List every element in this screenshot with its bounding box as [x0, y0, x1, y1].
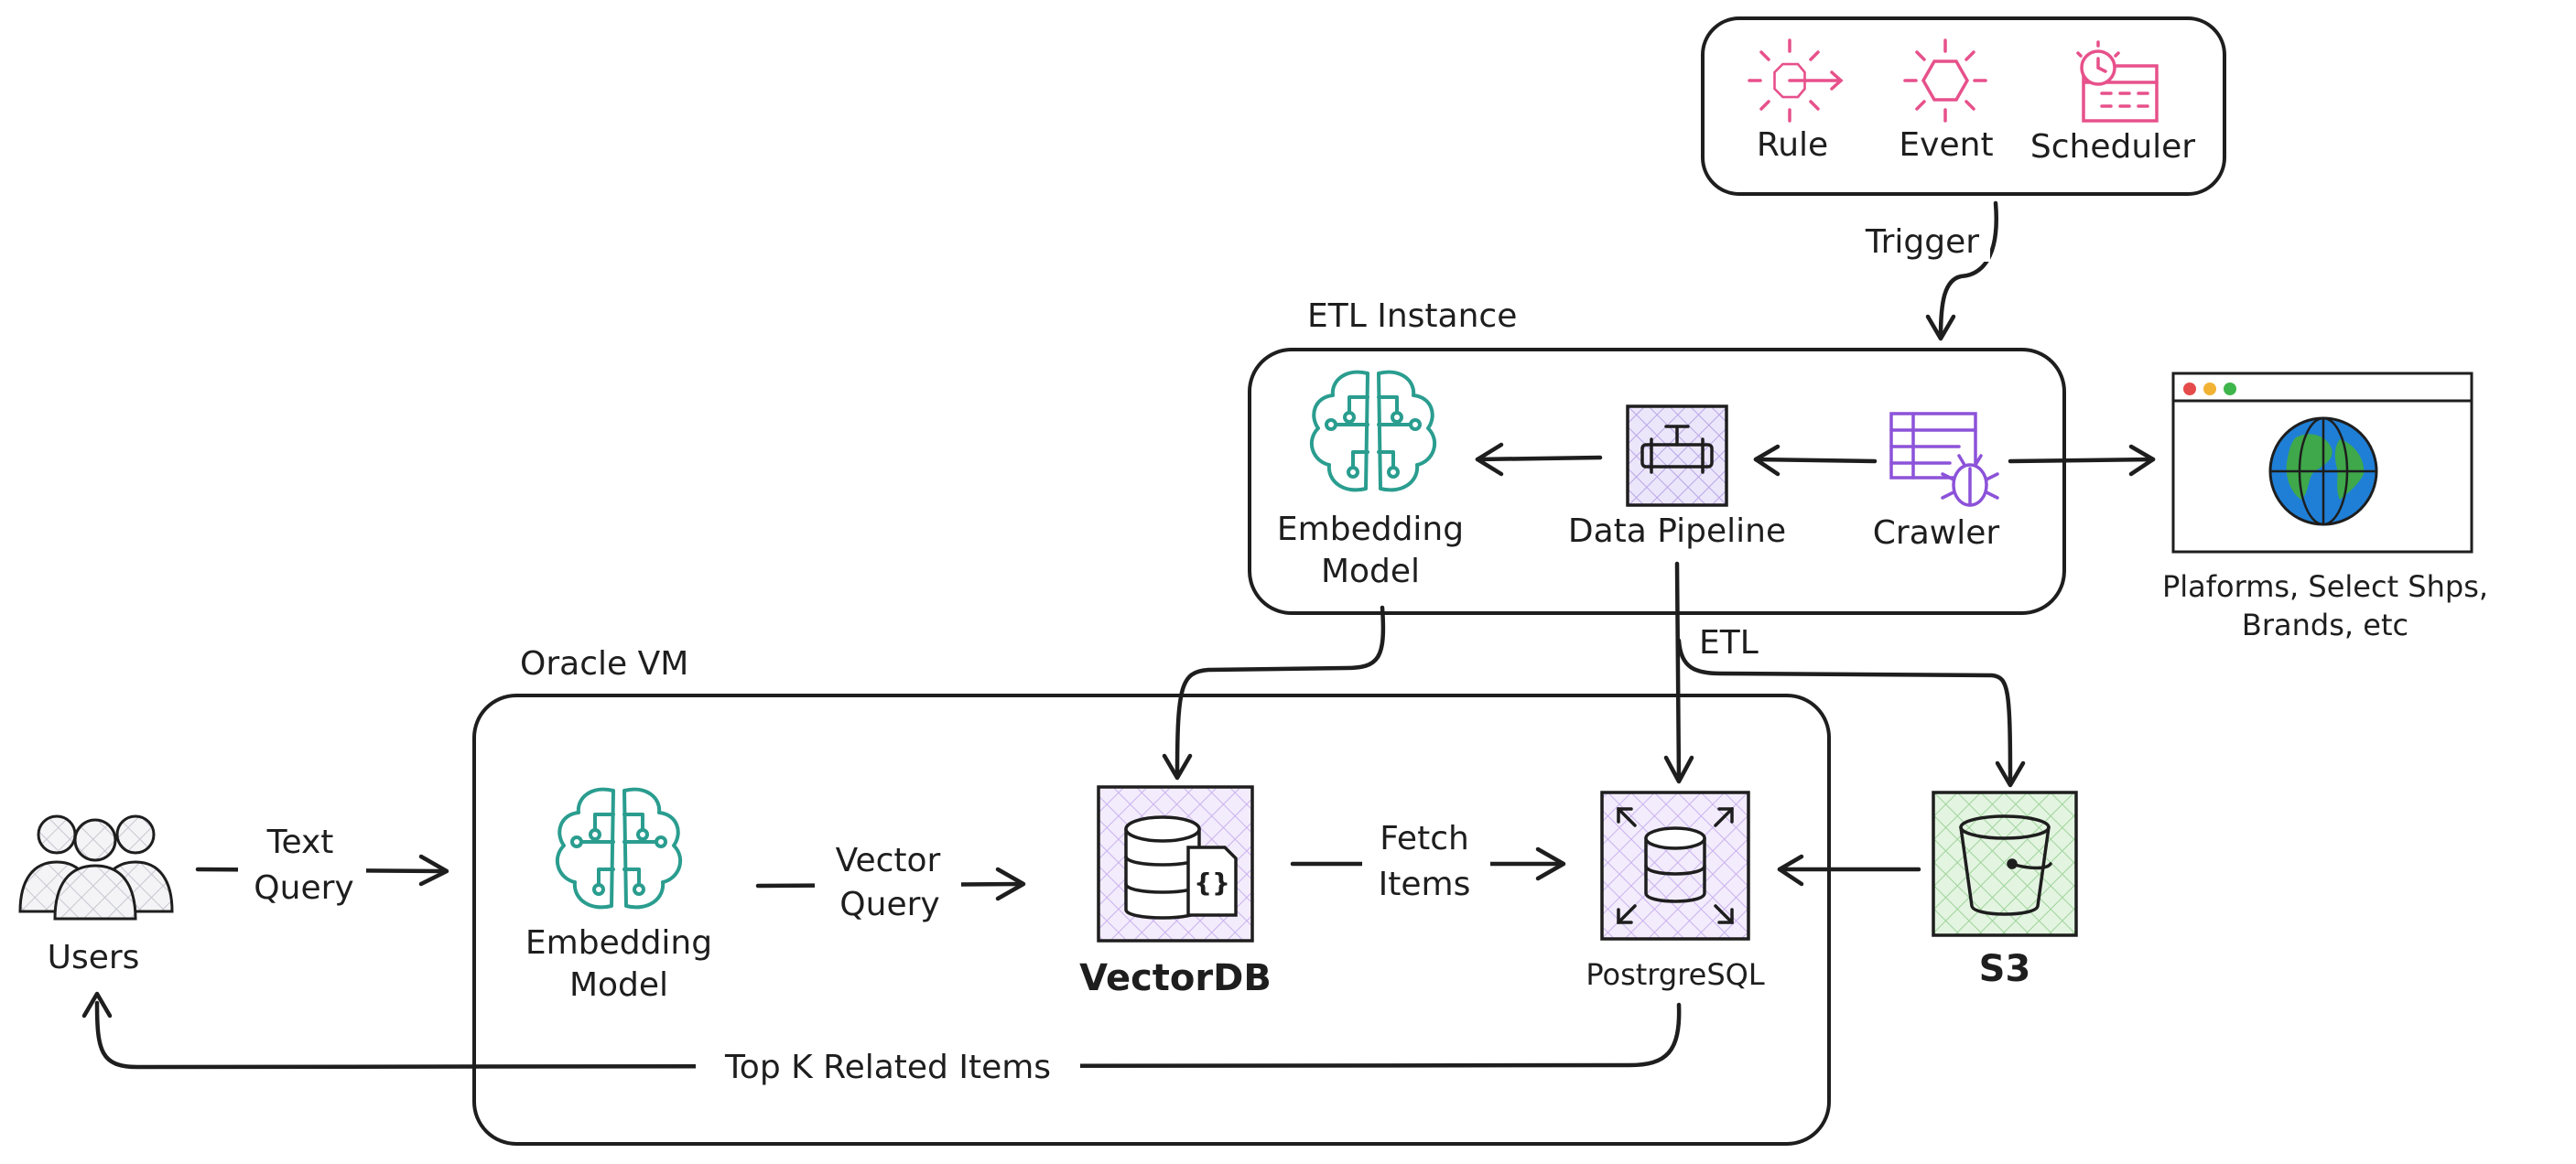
users-node: Users: [18, 814, 174, 976]
vectordb-node: {} VectorDB: [1079, 785, 1272, 999]
embedding-model-vm-node: Embedding Model: [525, 787, 712, 1004]
data-pipeline-node: Data Pipeline: [1568, 404, 1786, 550]
event-label: Event: [1899, 126, 1993, 164]
vector-query-label-2: Query: [839, 886, 939, 923]
edge-pipeline-s3: [1676, 638, 2026, 788]
edge-top-k: Top K Related Items: [81, 991, 1682, 1091]
text-query-label-2: Query: [254, 869, 353, 907]
trigger-sources-group: [1701, 16, 2226, 196]
fetch-items-label-bg: [1362, 818, 1490, 911]
scheduler-node: Scheduler: [2030, 40, 2195, 166]
platforms-label-1: Plaforms, Select Shps,: [2162, 569, 2488, 604]
vector-query-label-1: Vector: [836, 842, 941, 879]
embedding-model-etl-label-2: Model: [1321, 553, 1420, 590]
data-pipeline-label: Data Pipeline: [1568, 512, 1786, 550]
top-k-label: Top K Related Items: [724, 1049, 1051, 1086]
bucket-icon: [1932, 791, 2078, 937]
s3-label: S3: [1979, 948, 2031, 990]
brain-circuit-icon: [555, 787, 683, 910]
platforms-label-2: Brands, etc: [2242, 608, 2408, 642]
crawler-bug-icon: [1889, 412, 1999, 507]
crawler-label: Crawler: [1873, 514, 2000, 552]
edge-text-query: Text Query: [195, 822, 449, 913]
crawler-node: Crawler: [1873, 412, 2000, 552]
edge-crawler-platforms: [2008, 444, 2156, 477]
edge-trigger: Trigger: [1855, 200, 1998, 341]
fetch-items-label-2: Items: [1379, 866, 1471, 903]
embedding-model-etl-node: Embedding Model: [1277, 370, 1464, 590]
fetch-items-label-1: Fetch: [1380, 820, 1469, 857]
edge-pipeline-embedding: [1475, 442, 1603, 477]
edge-s3-postgres: [1777, 854, 1921, 887]
edge-fetch-items: Fetch Items: [1290, 818, 1566, 911]
embedding-model-vm-label-2: Model: [569, 966, 668, 1004]
braces-glyph: {}: [1194, 868, 1230, 898]
vectordb-label: VectorDB: [1079, 957, 1272, 999]
edge-vector-query: Vector Query: [755, 840, 1026, 933]
edge-crawler-pipeline: [1753, 444, 1878, 477]
text-query-label-1: Text: [266, 824, 334, 861]
postgresql-node: PostrgreSQL: [1586, 791, 1765, 992]
etl-label: ETL: [1699, 624, 1759, 662]
oracle-vm-label: Oracle VM: [520, 645, 688, 683]
database-expand-icon: [1600, 791, 1750, 941]
rule-icon: [1748, 38, 1844, 123]
s3-node: S3: [1932, 791, 2078, 990]
edge-embedding-vectordb: [1162, 605, 1386, 781]
rule-node: Rule: [1748, 38, 1844, 164]
pipeline-icon: [1626, 404, 1728, 507]
users-group-icon: [18, 814, 174, 921]
vector-query-label-bg: [815, 840, 961, 933]
oracle-vm-group: Oracle VM: [472, 645, 1831, 1146]
etl-instance-group: ETL Instance: [1248, 297, 2066, 615]
database-document-icon: {}: [1097, 785, 1254, 943]
rule-label: Rule: [1757, 126, 1828, 164]
scheduler-icon: [2076, 40, 2159, 123]
users-label: Users: [48, 939, 140, 976]
event-node: Event: [1899, 38, 1994, 164]
embedding-model-vm-label-1: Embedding: [525, 924, 712, 962]
trigger-label: Trigger: [1865, 223, 1979, 261]
top-k-label-bg: [696, 1040, 1080, 1091]
trigger-label-bg: [1855, 218, 1990, 262]
platforms-node: Plaforms, Select Shps, Brands, etc: [2162, 372, 2488, 642]
trigger-sources-box: [1701, 16, 2226, 196]
postgresql-label: PostrgreSQL: [1586, 957, 1765, 992]
brain-circuit-icon: [1309, 370, 1437, 492]
edge-etl-postgres: ETL: [1663, 561, 1759, 784]
etl-instance-box: [1248, 348, 2066, 615]
embedding-model-etl-label-1: Embedding: [1277, 511, 1464, 548]
event-icon: [1903, 38, 1987, 123]
text-query-label-bg: [238, 822, 366, 913]
oracle-vm-box: [472, 694, 1831, 1146]
browser-window-icon: [2171, 372, 2473, 554]
globe-icon: [2268, 416, 2378, 526]
etl-instance-label: ETL Instance: [1307, 297, 1517, 335]
scheduler-label: Scheduler: [2030, 128, 2195, 166]
